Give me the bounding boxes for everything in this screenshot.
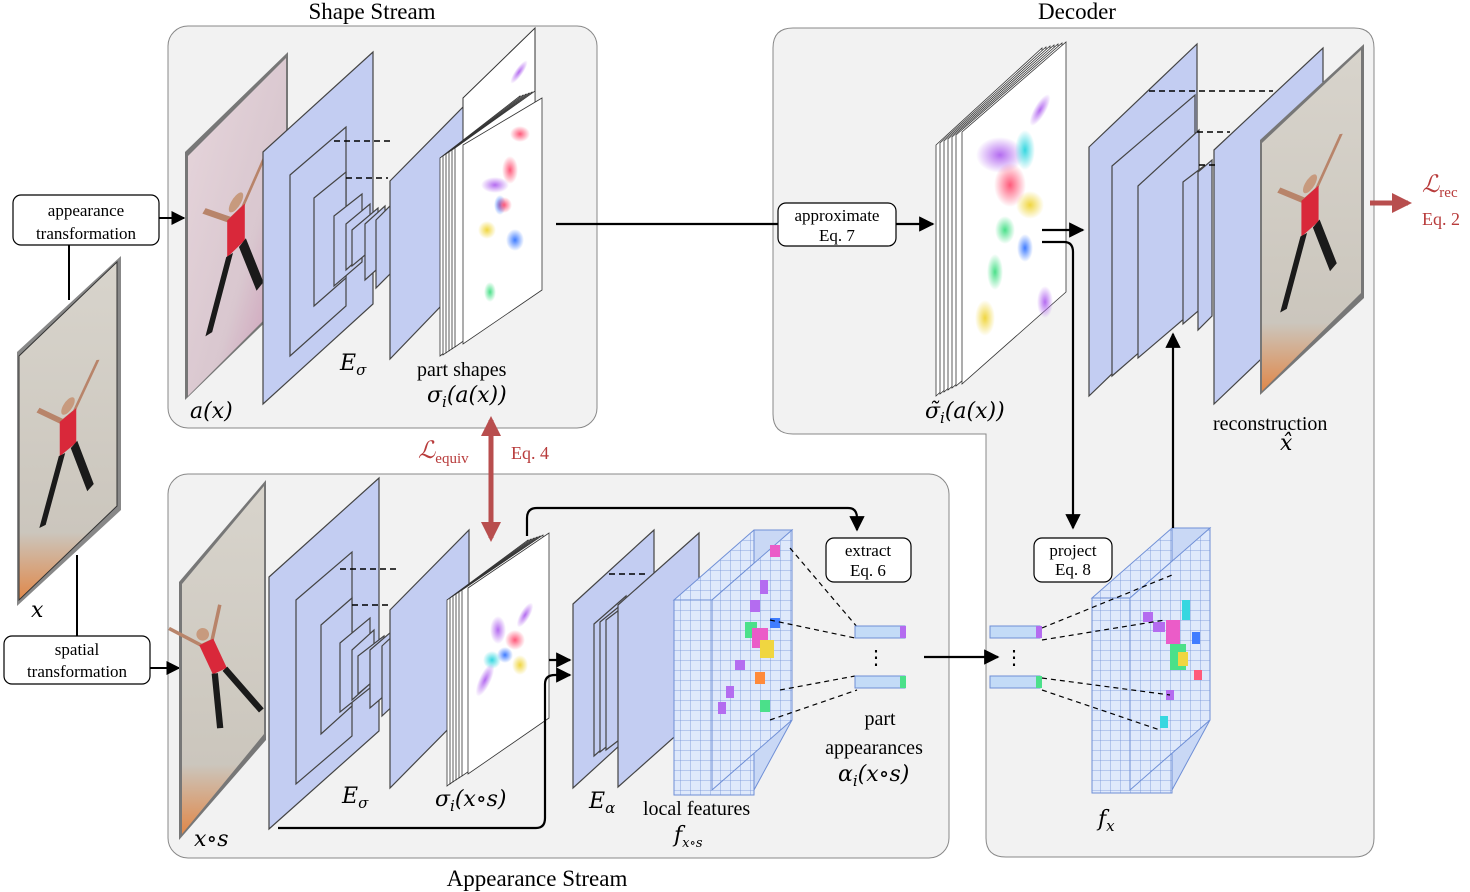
svg-text:transformation: transformation [36,224,137,243]
encoder-alpha [572,528,700,790]
label-sigma-tilde: σ̃i(a(x)) [925,399,1005,427]
encoder-sigma-bottom [268,476,470,831]
skip-connections-top [334,140,393,179]
svg-text:⋮: ⋮ [866,645,886,669]
reconstruction-image [1260,44,1364,395]
label-part: part [864,708,896,730]
input-image-x [17,256,121,606]
arrow-to-extract [525,506,865,536]
appearance-stream-title: Appearance Stream [447,866,628,891]
project-box: project Eq. 8 [1033,537,1113,583]
local-features-grid [672,528,794,796]
extract-dashes [769,547,859,721]
svg-text:⋮: ⋮ [1004,645,1024,669]
image-xs [169,480,268,840]
skip-arrow-xs [278,667,572,830]
part-shapes-stack [439,26,543,357]
decoder-title: Decoder [1038,0,1116,24]
loss-rec-label: ℒrec [1422,172,1458,201]
extract-box: extract Eq. 6 [825,537,912,583]
decoder-vectors: ⋮ [989,625,1042,689]
svg-text:Eq. 7: Eq. 7 [819,226,855,245]
svg-text:transformation: transformation [27,662,128,681]
label-alpha-xs: αi(x∘s) [838,762,909,790]
part-shapes-xs-stack [446,532,550,787]
svg-text:appearance: appearance [48,201,124,220]
label-local-features: local features [643,798,750,820]
label-reconstruction: reconstruction [1213,413,1327,435]
label-x: x [31,598,44,623]
svg-text:spatial: spatial [55,640,100,659]
label-appearances: appearances [825,737,923,759]
label-e-sigma-top: Eσ [339,351,367,379]
label-sigma-ax: σi(a(x)) [427,383,507,411]
svg-text:Eq. 8: Eq. 8 [1055,560,1091,579]
label-part-shapes: part shapes [417,359,507,381]
loss-equiv-eq: Eq. 4 [511,443,549,463]
approximate-box: approximate Eq. 7 [777,202,897,247]
label-xs: x∘s [194,827,228,852]
appearance-transformation-box: appearance transformation [12,194,160,246]
svg-text:approximate: approximate [795,206,880,225]
spatial-transformation-box: spatial transformation [3,635,151,685]
fx-feature-grid [1090,526,1212,794]
label-sigma-xs: σi(x∘s) [435,787,507,815]
skip-connections-decoder [1149,90,1273,166]
label-ax: a(x) [190,399,233,424]
label-e-sigma-bottom: Eσ [341,784,369,812]
project-dashes [1041,574,1173,731]
svg-text:project: project [1049,541,1096,560]
loss-equiv-label: ℒequiv [418,438,469,467]
loss-rec-eq: Eq. 2 [1422,209,1460,229]
image-ax [185,52,288,400]
label-x-hat: x̂ [1280,431,1293,456]
skip-connections-bottom [340,568,400,606]
approx-shapes-stack [935,41,1067,397]
part-appearance-vectors: ⋮ [854,625,906,689]
svg-text:extract: extract [845,541,892,560]
shape-stream-title: Shape Stream [308,0,435,24]
label-e-alpha: Eα [588,789,615,817]
svg-text:Eq. 6: Eq. 6 [850,561,886,580]
